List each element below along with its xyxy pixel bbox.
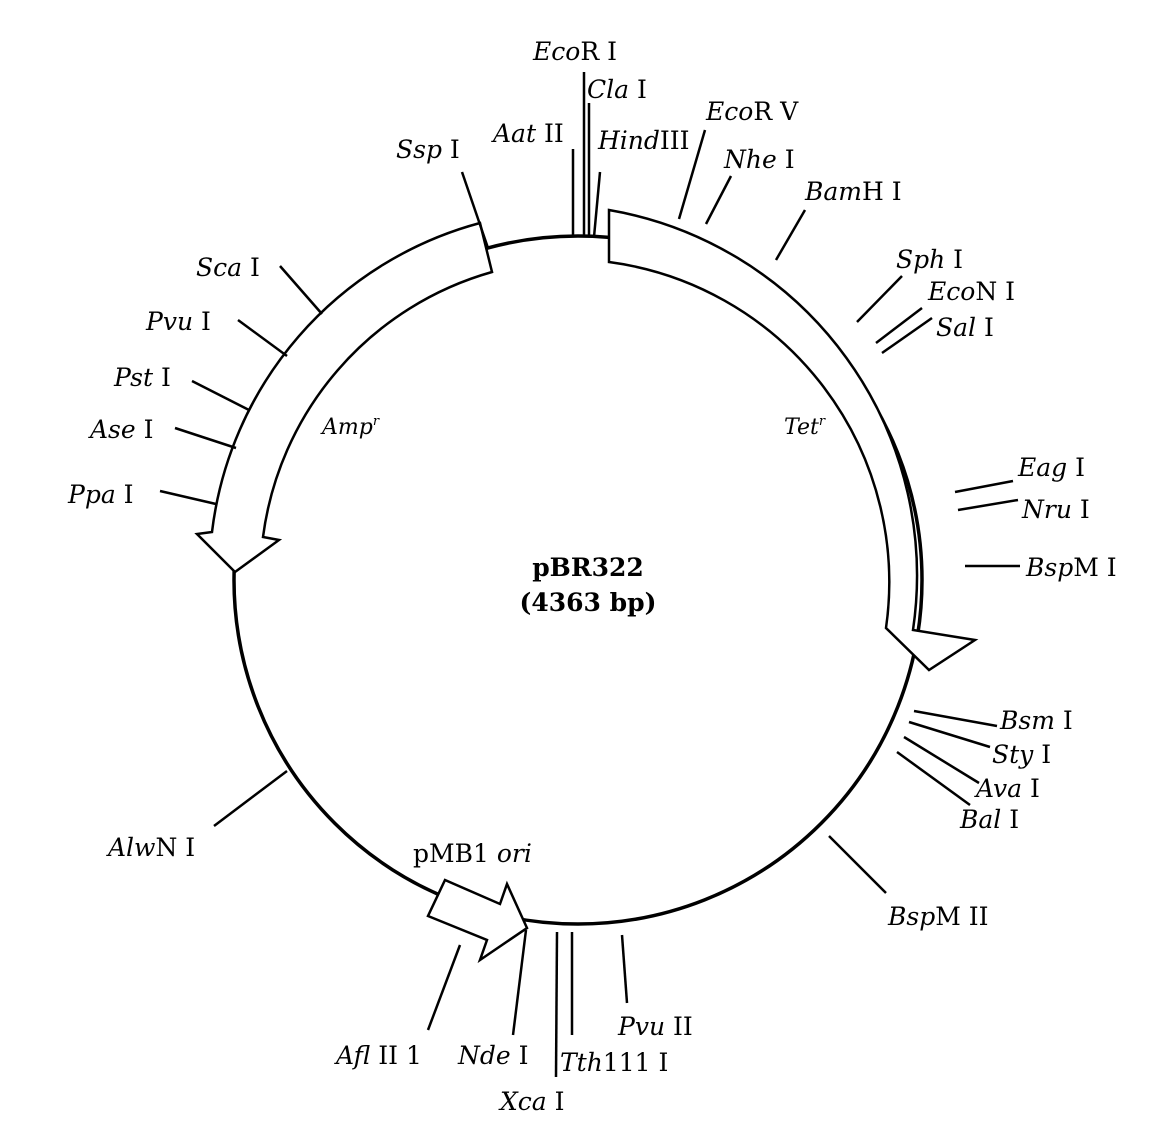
tick-eagi: [954, 479, 1014, 494]
label-nhei: Nhe I: [723, 145, 795, 174]
label-ppai: Ppa I: [67, 480, 134, 509]
tick-sspi: [460, 171, 490, 249]
label-ndei: Nde I: [457, 1041, 529, 1070]
tick-hindiii: [592, 171, 602, 238]
tick-alwni: [213, 770, 288, 827]
tick-bsmi: [913, 709, 998, 728]
label-sspi: Ssp I: [396, 135, 460, 164]
label-nrui: Nru I: [1021, 495, 1090, 524]
tick-afliii: [426, 944, 462, 1031]
tick-pvuii: [620, 934, 629, 1004]
label-pvuii: Pvu II: [617, 1012, 693, 1041]
tick-avai: [903, 735, 980, 785]
ori-gene-arrow: [426, 878, 529, 964]
amp-gene-arrow: [194, 221, 494, 574]
tick-pvui: [237, 318, 288, 358]
tet-gene-arrow: [607, 208, 979, 672]
label-styi: Sty I: [992, 740, 1051, 769]
tick-ecorv: [677, 129, 707, 220]
tick-econi: [875, 307, 923, 344]
label-psti: Pst I: [113, 363, 171, 392]
plasmid-name: pBR322: [532, 553, 644, 582]
tick-asei: [174, 426, 237, 450]
tick-scai: [279, 265, 323, 315]
label-hindiii: HindIII: [597, 126, 690, 155]
label-bsmi: Bsm I: [999, 706, 1073, 735]
tick-styi: [908, 720, 991, 749]
tick-sphi: [856, 275, 903, 323]
tick-bspmii: [828, 835, 887, 894]
tick-psti: [191, 379, 250, 412]
tick-nhei: [704, 175, 733, 225]
label-eagi: Eag I: [1017, 453, 1085, 482]
label-xcai: Xca I: [498, 1087, 565, 1116]
label-ori: pMB1 ori: [413, 839, 532, 868]
label-pvui: Pvu I: [145, 307, 211, 336]
label-alwni: AlwN I: [106, 833, 195, 862]
site-ticks: [159, 72, 1020, 1078]
tick-ppai: [159, 489, 217, 506]
label-bali: Bal I: [959, 805, 1019, 834]
label-asei: Ase I: [88, 415, 154, 444]
tick-xcai: [554, 931, 559, 1078]
label-bamhi: BamH I: [804, 177, 902, 206]
tick-nrui: [957, 498, 1019, 512]
label-ecorv: EcoR V: [705, 97, 799, 126]
plasmid-size: (4363 bp): [520, 588, 657, 617]
tick-sali: [881, 316, 933, 355]
label-econi: EcoN I: [927, 277, 1015, 306]
label-amp-gene: Ampr: [320, 414, 380, 440]
label-avai: Ava I: [974, 774, 1040, 803]
tick-bali: [896, 750, 971, 807]
label-sphi: Sph I: [896, 245, 963, 274]
label-afliii: Afl II 1: [334, 1041, 422, 1070]
label-bspmii: BspM II: [887, 902, 989, 931]
label-tet-gene: Tetr: [784, 414, 826, 440]
site-labels: EcoR I Cla I Aat II HindIII Ssp I EcoR V…: [67, 37, 1117, 1116]
label-ecori: EcoR I: [532, 37, 617, 66]
plasmid-ring: [232, 234, 924, 926]
label-tth111i: Tth111 I: [560, 1048, 668, 1077]
label-clai: Cla I: [587, 75, 647, 104]
label-bspmi: BspM I: [1025, 553, 1117, 582]
tick-bamhi: [774, 209, 807, 261]
label-aatii: Aat II: [491, 119, 564, 148]
label-scai: Sca I: [196, 253, 260, 282]
label-sali: Sal I: [936, 313, 994, 342]
tick-ndei: [511, 929, 528, 1036]
